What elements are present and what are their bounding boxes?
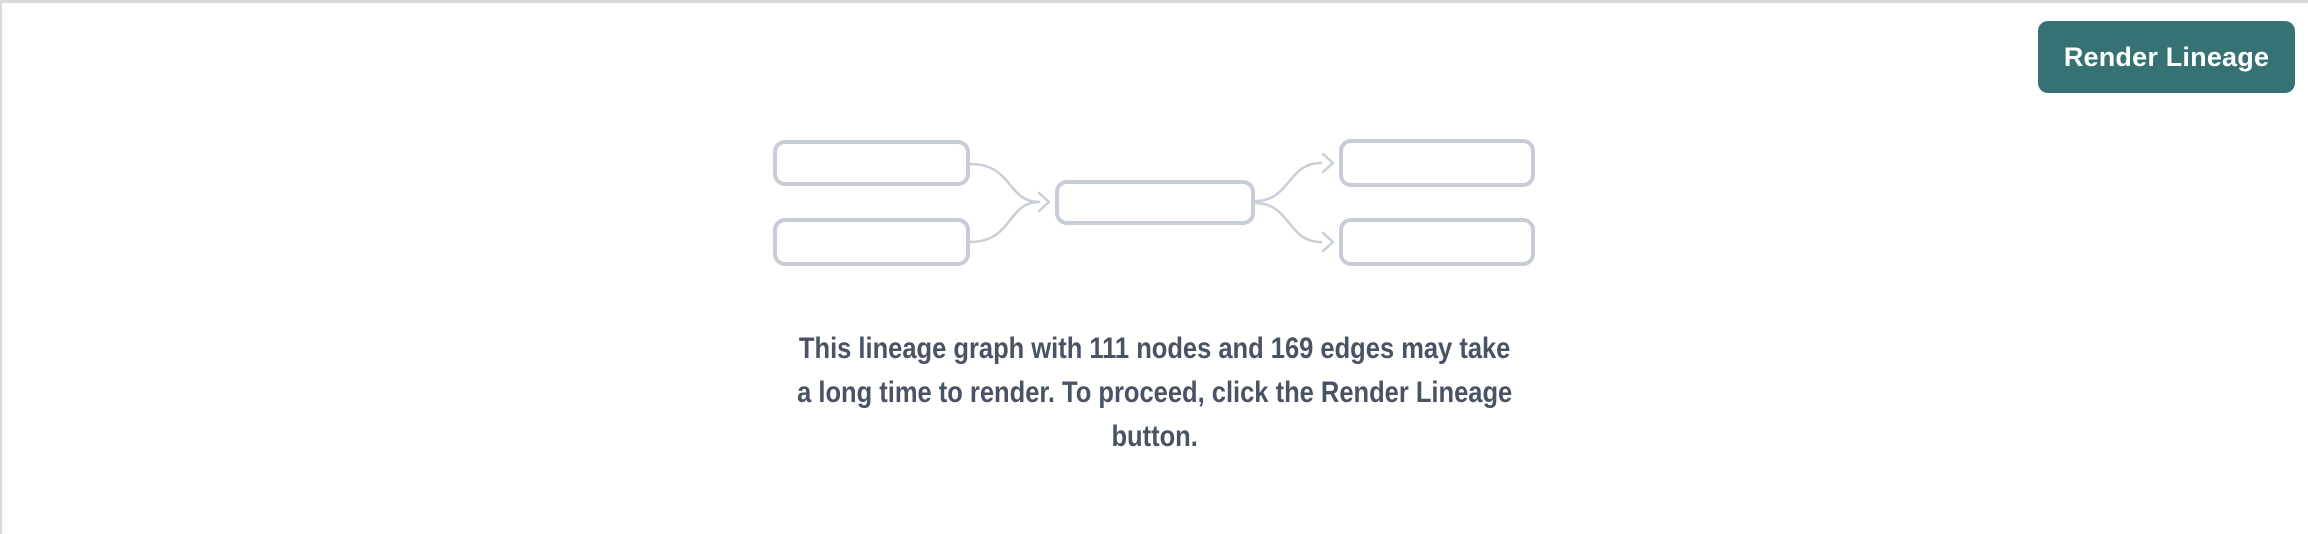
graph-arrowhead-icon [1321, 231, 1335, 253]
graph-node-box [773, 140, 970, 186]
graph-arrowhead-icon [1037, 191, 1051, 213]
graph-node-box [773, 218, 970, 266]
graph-edge [1253, 161, 1323, 203]
lineage-warning-line: This lineage graph with 111 nodes and 16… [799, 332, 1511, 365]
lineage-warning-line: button. [1111, 420, 1199, 453]
lineage-graph-placeholder-icon [773, 139, 1535, 266]
graph-node-box [1339, 139, 1535, 187]
graph-node-box [1055, 180, 1255, 225]
graph-edge [1253, 201, 1323, 244]
lineage-warning-line: a long time to render. To proceed, click… [797, 376, 1513, 409]
lineage-warning-message: This lineage graph with 111 nodes and 16… [797, 327, 1512, 459]
render-lineage-button[interactable]: Render Lineage [2038, 21, 2295, 93]
graph-edge [968, 200, 1041, 244]
graph-arrowhead-icon [1321, 152, 1335, 174]
graph-edge [968, 162, 1041, 204]
lineage-empty-state: This lineage graph with 111 nodes and 16… [2, 139, 2308, 459]
graph-node-box [1339, 218, 1535, 266]
